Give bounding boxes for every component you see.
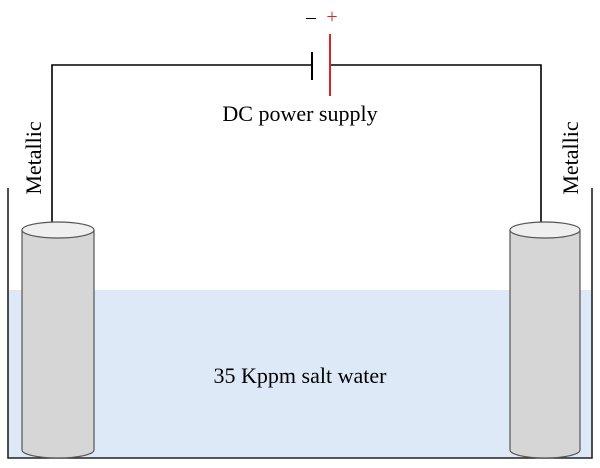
container-outline: [7, 188, 593, 459]
minus-sign-label: –: [305, 6, 317, 28]
plus-sign-label: +: [326, 6, 337, 28]
left-electrode: [21, 221, 95, 459]
right-electrode: [509, 221, 581, 459]
left-wire: [51, 64, 312, 222]
right-electrode-label: Metallic: [558, 121, 583, 195]
left-electrode-label: Metallic: [21, 121, 46, 195]
salt-water-label: 35 Kppm salt water: [214, 363, 388, 388]
salt-water-region: [8, 290, 592, 458]
right-wire: [330, 64, 542, 222]
power-supply-label: DC power supply: [222, 101, 377, 126]
